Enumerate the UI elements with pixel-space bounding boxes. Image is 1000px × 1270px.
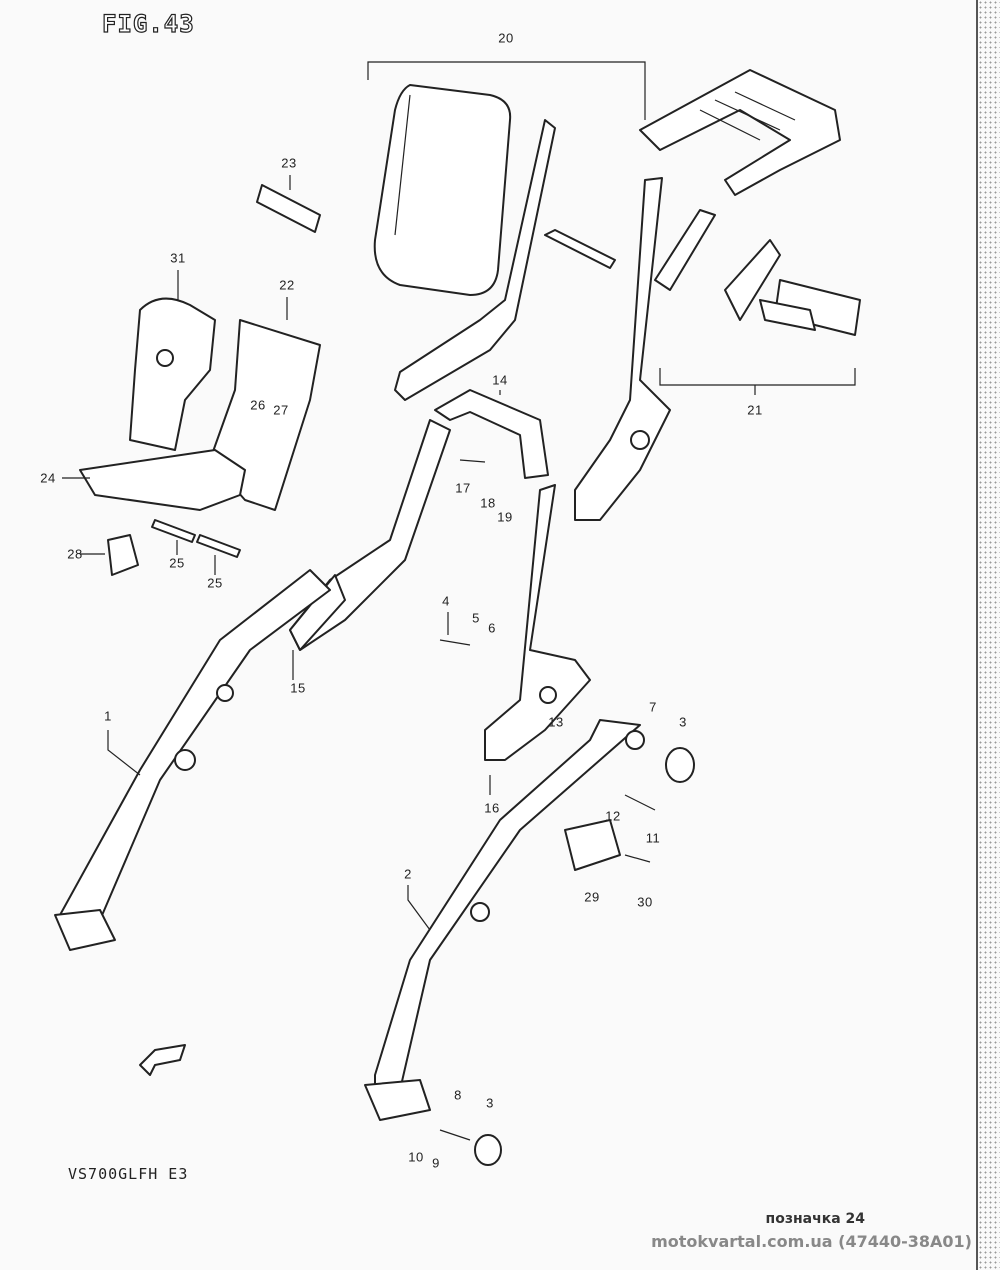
callout: 5 <box>472 610 480 626</box>
callout: 7 <box>649 699 657 715</box>
backrest-support <box>394 119 556 401</box>
clamp-29 <box>564 819 621 871</box>
callout: 6 <box>488 620 496 636</box>
frame-bar-2 <box>374 719 641 1096</box>
callout: 29 <box>584 889 600 905</box>
footer-mark: позначка 24 <box>765 1211 865 1227</box>
callout: 20 <box>498 30 514 46</box>
model-code: VS700GLFH E3 <box>68 1165 189 1183</box>
callout: 2 <box>404 866 412 882</box>
callout: 26 <box>250 397 266 413</box>
callout: 28 <box>67 546 83 562</box>
callout: 31 <box>170 250 186 266</box>
figure-title: FIG.43 <box>101 9 195 38</box>
footer-site: motokvartal.com.ua (47440-38A01) <box>651 1232 972 1251</box>
cap-3 <box>665 747 695 783</box>
strip-25b <box>196 534 241 558</box>
callout: 25 <box>169 555 185 571</box>
group-bracket-21 <box>659 368 856 386</box>
damper-28 <box>107 534 139 576</box>
upright-16 <box>484 484 591 761</box>
rear-upright <box>574 177 671 521</box>
callout: 9 <box>432 1155 440 1171</box>
callout: 30 <box>637 894 653 910</box>
bracket-22 <box>209 319 321 511</box>
bracket <box>724 239 781 321</box>
plate-24 <box>79 449 246 511</box>
strip-25 <box>151 519 196 543</box>
callout: 24 <box>40 470 56 486</box>
callout: 22 <box>279 277 295 293</box>
callout: 10 <box>408 1149 424 1165</box>
cover-31 <box>129 297 216 451</box>
callout: 18 <box>480 495 496 511</box>
callout: 27 <box>273 402 289 418</box>
callout: 1 <box>104 708 112 724</box>
bushing <box>630 430 650 450</box>
reflector-23 <box>256 184 321 233</box>
callout: 19 <box>497 509 513 525</box>
bolts <box>439 459 656 1141</box>
callout: 15 <box>290 680 306 696</box>
bar-1-end <box>54 909 116 951</box>
forward-arrow-icon <box>139 1044 186 1076</box>
rod <box>544 229 616 269</box>
callout: 23 <box>281 155 297 171</box>
bar-2-end <box>364 1079 431 1121</box>
callout: 16 <box>484 800 500 816</box>
callout: 11 <box>645 830 661 846</box>
page-edge-texture <box>976 0 1000 1270</box>
callout: 4 <box>442 593 450 609</box>
callout: 21 <box>747 402 763 418</box>
callout: 25 <box>207 575 223 591</box>
hole <box>156 349 174 367</box>
callout: 8 <box>454 1087 462 1103</box>
group-bracket-20 <box>367 61 646 120</box>
cap-3b <box>474 1134 502 1166</box>
frame-bar-1 <box>59 569 331 931</box>
bracket <box>654 209 716 291</box>
leader-lines <box>62 175 756 931</box>
callout: 13 <box>548 714 564 730</box>
backrest-pad <box>373 84 512 296</box>
callout: 3 <box>679 714 687 730</box>
callout: 17 <box>455 480 471 496</box>
clamp <box>759 299 816 331</box>
callout: 14 <box>492 372 508 388</box>
callout: 12 <box>605 808 621 824</box>
luggage-rack <box>639 69 841 196</box>
callout: 3 <box>486 1095 494 1111</box>
handle-14 <box>434 389 549 479</box>
